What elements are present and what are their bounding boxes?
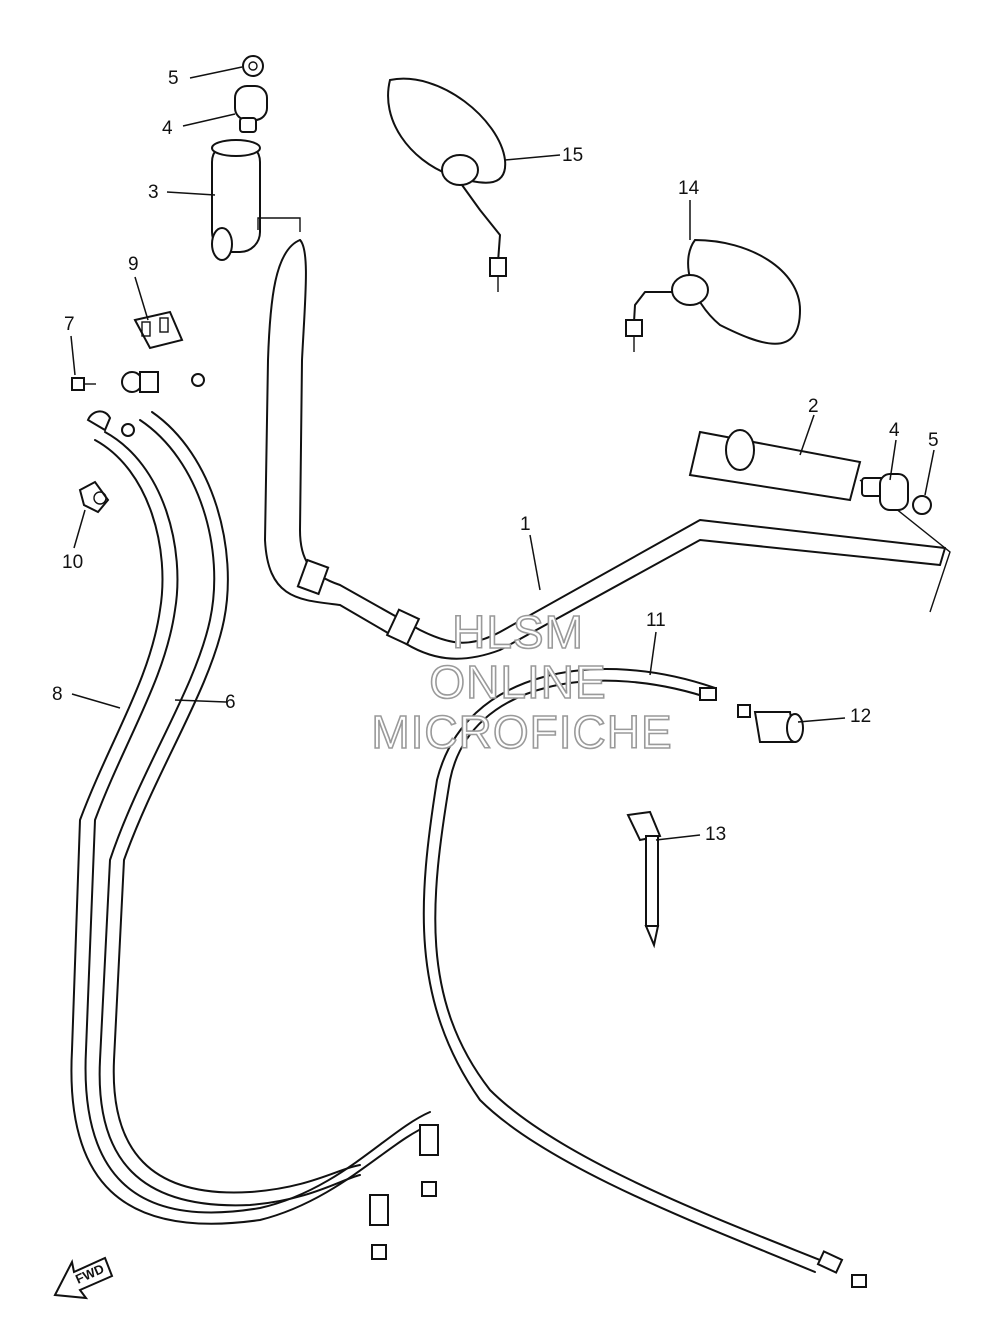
cable-tie-13[interactable] bbox=[626, 810, 662, 949]
cable-boot-12[interactable] bbox=[737, 704, 804, 743]
callout-1: 1 bbox=[520, 514, 531, 535]
grip-right[interactable] bbox=[688, 429, 951, 613]
callout-10: 10 bbox=[62, 552, 83, 573]
watermark-line-1: HLSM bbox=[452, 606, 584, 658]
cable-6[interactable] bbox=[98, 411, 361, 1207]
cable-11[interactable] bbox=[422, 668, 867, 1288]
watermark: HLSM ONLINE MICROFICHE bbox=[371, 605, 673, 759]
callout-6: 6 bbox=[225, 692, 236, 713]
watermark-line-2: ONLINE bbox=[429, 656, 606, 708]
callout-5-left: 5 bbox=[168, 68, 179, 89]
callout-15: 15 bbox=[562, 145, 583, 166]
callout-8: 8 bbox=[52, 684, 63, 705]
callout-4-left: 4 bbox=[162, 118, 173, 139]
callout-7: 7 bbox=[64, 314, 75, 335]
bar-end-weight-left[interactable] bbox=[234, 85, 268, 133]
callout-13: 13 bbox=[705, 824, 726, 845]
callout-labels: 15 14 1 2 4 5 5 4 3 9 7 10 8 6 11 12 13 bbox=[52, 68, 939, 845]
leader-lines bbox=[70, 66, 935, 841]
callout-9: 9 bbox=[128, 254, 139, 275]
forward-arrow-icon: FWD bbox=[53, 1256, 114, 1300]
callout-2: 2 bbox=[808, 396, 819, 417]
bar-end-screw-left[interactable] bbox=[242, 55, 264, 77]
callout-12: 12 bbox=[850, 706, 871, 727]
callout-4-right: 4 bbox=[889, 420, 900, 441]
callout-3: 3 bbox=[148, 182, 159, 203]
watermark-line-3: MICROFICHE bbox=[371, 706, 672, 758]
banjo-fitting-lower[interactable] bbox=[86, 410, 135, 437]
grip-left[interactable] bbox=[211, 139, 301, 261]
mirror-left[interactable] bbox=[387, 77, 507, 292]
cable-8[interactable] bbox=[70, 431, 431, 1225]
cable-end-fittings bbox=[369, 1124, 439, 1260]
bar-end-weight-right[interactable] bbox=[861, 473, 909, 511]
knurl-left bbox=[296, 558, 330, 596]
callout-5-right: 5 bbox=[928, 430, 939, 451]
clamp-9[interactable] bbox=[133, 310, 184, 350]
banjo-fitting-upper[interactable] bbox=[121, 371, 205, 393]
knurl-right bbox=[385, 608, 421, 646]
mirror-right[interactable] bbox=[625, 238, 802, 352]
callout-14: 14 bbox=[678, 178, 700, 199]
bolt-7[interactable] bbox=[71, 377, 96, 391]
bar-end-screw-right[interactable] bbox=[912, 495, 932, 515]
clip-10[interactable] bbox=[78, 480, 110, 514]
callout-11: 11 bbox=[646, 610, 666, 631]
handlebar[interactable] bbox=[264, 239, 946, 660]
